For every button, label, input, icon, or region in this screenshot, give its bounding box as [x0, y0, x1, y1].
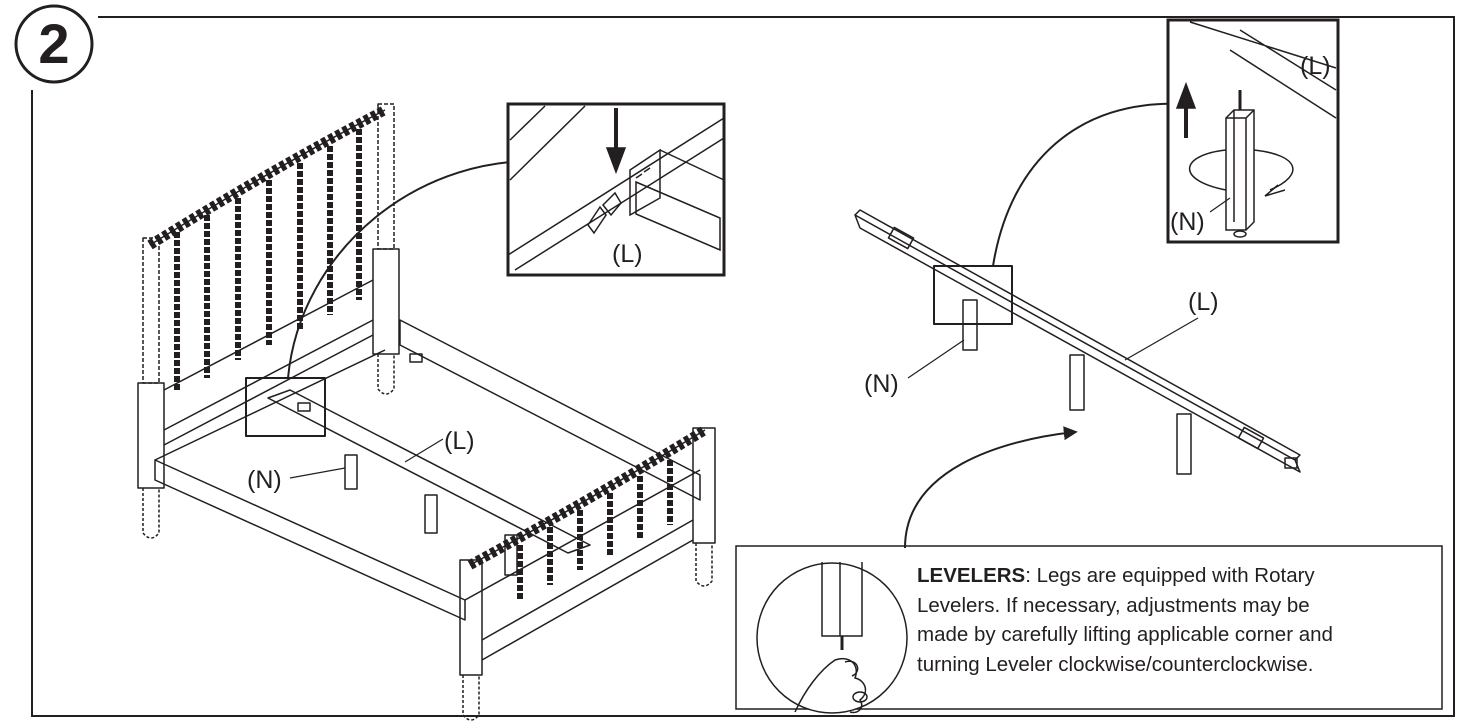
rail-leg-3	[1176, 413, 1192, 475]
bracket-detail-inset	[506, 102, 726, 277]
note-line-2: Levelers. If necessary, adjustments may …	[917, 593, 1310, 617]
levelers-note-text: LEVELERS: Legs are equipped with Rotary …	[917, 561, 1437, 679]
leader-leg-right	[907, 339, 965, 379]
label-leg-right: (N)	[864, 370, 899, 398]
leveler-callout-box	[933, 265, 1013, 325]
note-line-4: turning Leveler clockwise/counterclockwi…	[917, 652, 1314, 676]
footboard-post-left	[459, 559, 483, 721]
rail-illustration	[854, 209, 1301, 475]
headboard-spindles	[174, 129, 362, 390]
detail-callout-box	[245, 377, 326, 437]
label-leg-leveler: (N)	[1170, 208, 1205, 236]
step-frame	[31, 16, 1455, 717]
leveler-detail-inset	[1166, 18, 1340, 244]
headboard-post-right	[372, 103, 400, 395]
step-number-badge: 2	[14, 4, 94, 84]
note-arrow	[904, 426, 1078, 549]
footboard-spindles	[517, 460, 673, 600]
detail-arrow	[287, 154, 558, 379]
leader-leg-bed	[289, 467, 346, 479]
hand-adjust-icon	[756, 562, 908, 714]
label-rail-leveler: (L)	[1300, 52, 1331, 80]
label-rail-inset: (L)	[612, 240, 643, 268]
leader-leg-leveler	[1209, 197, 1231, 213]
note-line-1-text: : Legs are equipped with Rotary	[1025, 564, 1315, 587]
step-number: 2	[38, 12, 69, 75]
note-heading: LEVELERS	[917, 564, 1026, 587]
footboard-post-right	[692, 427, 716, 587]
label-rail-bed: (L)	[444, 427, 475, 455]
headboard-post-left	[137, 237, 165, 539]
bed-illustration	[137, 103, 716, 721]
label-rail-right: (L)	[1188, 288, 1219, 316]
leader-rail-right	[1124, 317, 1199, 361]
note-line-3: made by carefully lifting applicable cor…	[917, 623, 1333, 646]
label-leg-bed: (N)	[247, 466, 282, 494]
leveler-detail-arrow	[992, 96, 1183, 267]
note-line-1: LEVELERS: Legs are equipped with Rotary	[917, 561, 1437, 591]
leader-rail-bed	[404, 438, 444, 463]
rail-leg-2	[1069, 354, 1085, 411]
levelers-note-box	[735, 545, 1443, 714]
